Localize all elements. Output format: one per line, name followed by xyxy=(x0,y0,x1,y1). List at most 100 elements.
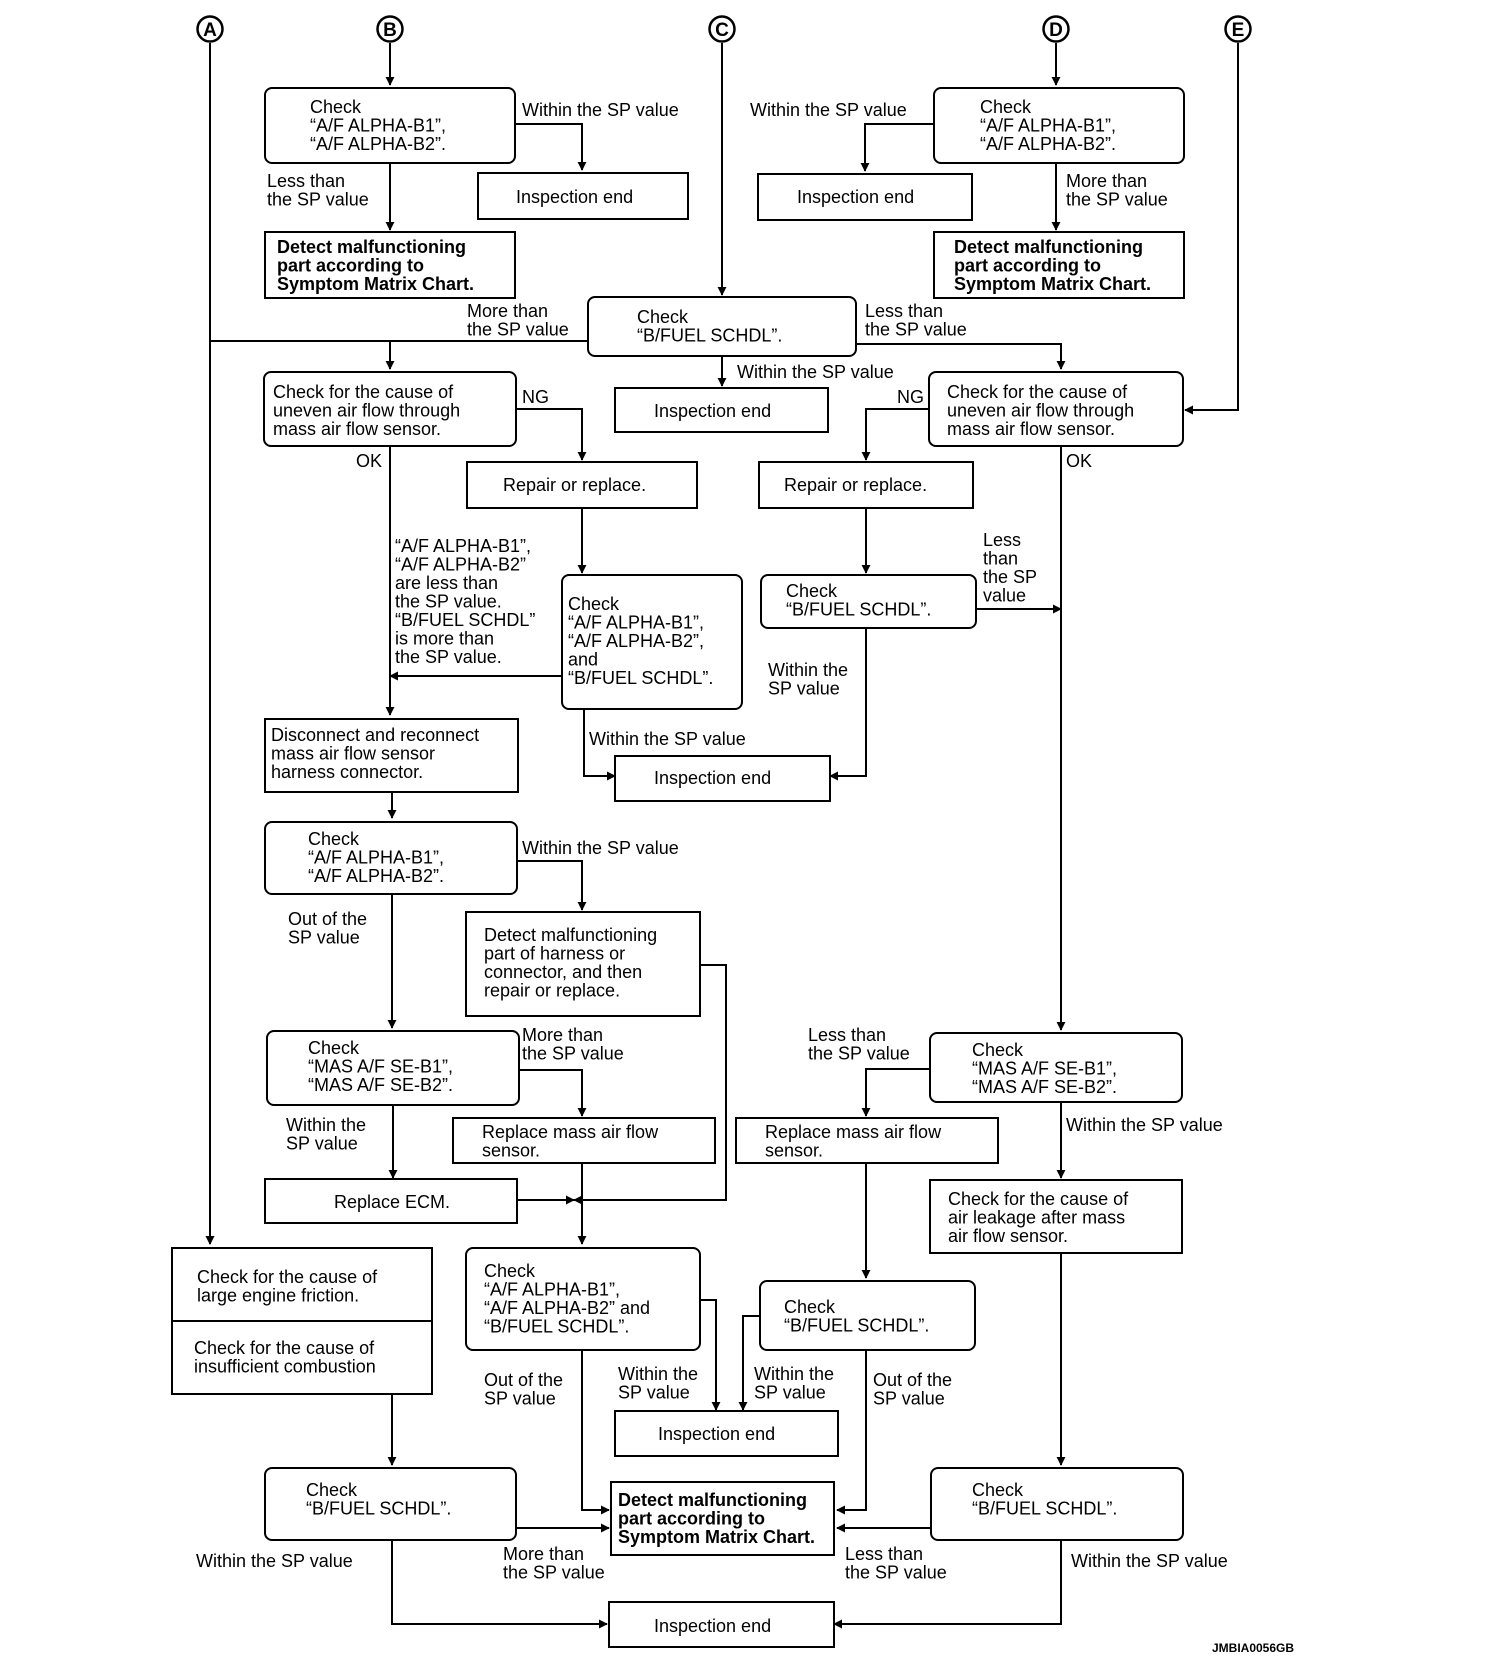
branch-label-l18-line: the SP value xyxy=(522,1044,624,1064)
box-frame xyxy=(608,1601,835,1648)
box-check-af-alpha-left2: Check“A/F ALPHA-B1”,“A/F ALPHA-B2”. xyxy=(264,821,518,895)
branch-label-l14-line: Within the xyxy=(768,660,848,680)
box-frame xyxy=(264,1178,518,1224)
box-check-mas-right: Check“MAS A/F SE-B1”,“MAS A/F SE-B2”. xyxy=(929,1032,1183,1103)
box-text-line: Replace mass air flow xyxy=(765,1122,942,1142)
box-text-line: Symptom Matrix Chart. xyxy=(954,274,1151,294)
box-text: Check“A/F ALPHA-B1”,“A/F ALPHA-B2”,and“B… xyxy=(568,594,713,688)
box-text: Check“B/FUEL SCHDL”. xyxy=(637,307,782,346)
branch-label-l24-line: SP value xyxy=(754,1383,826,1403)
box-check-bfuel-c: Check“B/FUEL SCHDL”. xyxy=(587,296,857,357)
box-text-line: Inspection end xyxy=(516,187,633,207)
box-frame xyxy=(477,172,689,220)
box-frame xyxy=(735,1117,999,1164)
branch-label-l03: Within the SP value xyxy=(750,100,907,120)
box-text-line: Check xyxy=(310,97,362,117)
connector-a: A xyxy=(196,15,224,43)
box-check-af-alpha-b-top: Check“A/F ALPHA-B1”,“A/F ALPHA-B2”. xyxy=(264,87,516,164)
box-check-bfuel-low-mid: Check“B/FUEL SCHDL”. xyxy=(759,1280,976,1351)
box-text-line: “A/F ALPHA-B1”, xyxy=(980,116,1116,136)
box-inspection-end-bottom: Inspection end xyxy=(608,1601,835,1648)
box-text-line: Inspection end xyxy=(658,1424,775,1444)
connector-b: B xyxy=(376,15,404,43)
branch-label-l12-line: are less than xyxy=(395,573,498,593)
box-text: Check“A/F ALPHA-B1”,“A/F ALPHA-B2”. xyxy=(308,829,444,886)
box-text-line: Check xyxy=(786,581,838,601)
box-text-line: Detect malfunctioning xyxy=(277,237,466,257)
box-text-line: Symptom Matrix Chart. xyxy=(618,1527,815,1547)
box-text-line: Detect malfunctioning xyxy=(618,1490,807,1510)
branch-label-l19-line: Within the xyxy=(286,1115,366,1135)
branch-label-l05-line: the SP value xyxy=(467,320,569,340)
box-frame xyxy=(610,1481,835,1556)
box-text-line: “A/F ALPHA-B1”, xyxy=(568,613,704,633)
box-text-line: harness connector. xyxy=(271,762,423,782)
box-replace-ecm: Replace ECM. xyxy=(264,1178,518,1224)
box-text: Check“MAS A/F SE-B1”,“MAS A/F SE-B2”. xyxy=(308,1038,453,1095)
box-text-line: Symptom Matrix Chart. xyxy=(277,274,474,294)
branch-label-l29: Within the SP value xyxy=(1071,1551,1228,1571)
box-text-line: Check xyxy=(308,1038,360,1058)
box-text-line: Check xyxy=(972,1040,1024,1060)
branch-label-l07: Within the SP value xyxy=(737,362,894,382)
branch-label-l14-line: SP value xyxy=(768,679,840,699)
box-text-line: Check for the cause of xyxy=(947,382,1128,402)
box-frame xyxy=(587,296,857,357)
box-check-af-bfuel-mid: Check“A/F ALPHA-B1”,“A/F ALPHA-B2”,and“B… xyxy=(561,574,743,710)
branch-label-l02-line: Less than xyxy=(267,171,345,191)
branch-label-l09-line: NG xyxy=(897,387,924,407)
branch-label-l01-line: Within the SP value xyxy=(522,100,679,120)
box-text-line: Repair or replace. xyxy=(784,475,927,495)
box-frame xyxy=(614,755,831,802)
branch-label-l24-line: Within the xyxy=(754,1364,834,1384)
branch-label-l17-line: Out of the xyxy=(288,909,367,929)
box-frame xyxy=(929,1032,1183,1103)
branch-label-l29-line: Within the SP value xyxy=(1071,1551,1228,1571)
branch-label-l13-line: value xyxy=(983,586,1026,606)
connector-e: E xyxy=(1224,15,1252,43)
branch-label-l18-line: More than xyxy=(522,1025,603,1045)
box-text-line: Inspection end xyxy=(654,401,771,421)
box-text-line: “B/FUEL SCHDL”. xyxy=(306,1499,451,1519)
branch-label-l10-line: OK xyxy=(356,451,382,471)
box-text-line: Disconnect and reconnect xyxy=(271,725,479,745)
branch-label-l21-line: Within the SP value xyxy=(1066,1115,1223,1135)
box-text-line: “A/F ALPHA-B1”, xyxy=(310,116,446,136)
box-text-line: uneven air flow through xyxy=(273,401,460,421)
box-repair-replace-left: Repair or replace. xyxy=(466,461,698,509)
box-frame xyxy=(757,173,973,221)
box-text-line: “A/F ALPHA-B1”, xyxy=(308,848,444,868)
box-text-line: mass air flow sensor. xyxy=(947,419,1115,439)
connector-d: D xyxy=(1042,15,1070,43)
box-inspection-end-c: Inspection end xyxy=(614,387,829,433)
box-text-line: uneven air flow through xyxy=(947,401,1134,421)
branch-label-l25-line: Out of the xyxy=(873,1370,952,1390)
box-text-line: Check for the cause of xyxy=(197,1267,378,1287)
box-text-line: “B/FUEL SCHDL”. xyxy=(972,1499,1117,1519)
box-text-line: “B/FUEL SCHDL”. xyxy=(637,326,782,346)
box-frame xyxy=(264,87,516,164)
box-text-line: Replace ECM. xyxy=(334,1192,450,1212)
box-text: Inspection end xyxy=(654,1616,771,1636)
branch-label-l15-line: Within the SP value xyxy=(589,729,746,749)
box-text: Check“A/F ALPHA-B1”,“A/F ALPHA-B2”. xyxy=(980,97,1116,154)
box-text-line: part according to xyxy=(277,256,424,276)
box-text-line: “B/FUEL SCHDL”. xyxy=(784,1316,929,1336)
box-frame xyxy=(614,387,829,433)
box-text-line: Inspection end xyxy=(654,768,771,788)
